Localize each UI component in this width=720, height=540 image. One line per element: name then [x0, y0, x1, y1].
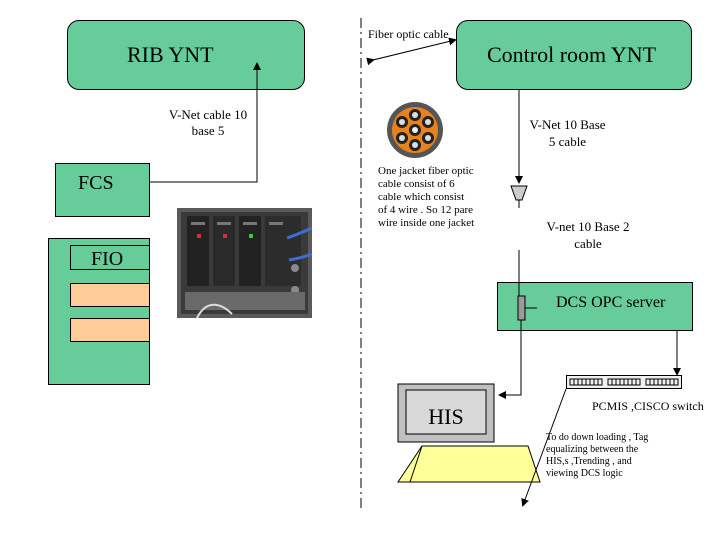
io-module-1	[70, 283, 150, 307]
his-workstation-icon	[397, 383, 541, 483]
fiber-optic-cable-label: Fiber optic cable	[368, 27, 449, 41]
vnet-10base5-label-line1: V-Net 10 Base	[529, 117, 606, 132]
fiber-jacket-desc-line1: One jacket fiber optic	[378, 165, 474, 177]
fiber-jacket-desc-line2: cable consist of 6	[378, 178, 455, 190]
control-room-ynt-label: Control room YNT	[487, 42, 657, 67]
down-loading-desc-line3: HIS,s ,Trending , and	[546, 456, 632, 467]
vnet-cable-label-line2: base 5	[191, 123, 225, 138]
vnet-10base5-label-line2: 5 cable	[548, 134, 587, 149]
fiber-jacket-desc-line3: cable which consist	[378, 191, 465, 203]
down-loading-desc-line2: equalizing between the	[546, 444, 639, 455]
hardware-photo	[177, 208, 312, 318]
vnet-cable-label-line1: V-Net cable 10	[168, 107, 248, 122]
fiber-jacket-desc-line4: of 4 wire . So 12 pare	[378, 204, 474, 216]
fio-box	[70, 245, 150, 270]
fiber-cross-section-icon	[385, 100, 445, 160]
fio-label: FIO	[91, 248, 124, 270]
fiber-jacket-desc-line5: wire inside one jacket	[378, 217, 475, 229]
rib-ynt-label: RIB YNT	[127, 42, 214, 67]
dcs-opc-server-label: DCS OPC server	[556, 294, 666, 311]
fcs-box	[55, 163, 150, 217]
control-room-ynt-box	[456, 20, 692, 90]
vnet-10base2-label-line1: V-net 10 Base 2	[546, 219, 630, 234]
down-loading-desc-line1: To do down loading , Tag	[546, 432, 649, 443]
fcs-label: FCS	[78, 172, 114, 194]
dcs-opc-server-box	[497, 282, 693, 331]
cisco-switch-icon	[566, 375, 682, 389]
io-module-2	[70, 318, 150, 342]
switch-label: PCMIS ,CISCO switch	[592, 399, 704, 413]
down-loading-desc-line4: viewing DCS logic	[546, 468, 623, 479]
his-label: HIS	[428, 404, 464, 429]
vnet-10base2-label-line2: cable	[574, 236, 602, 251]
